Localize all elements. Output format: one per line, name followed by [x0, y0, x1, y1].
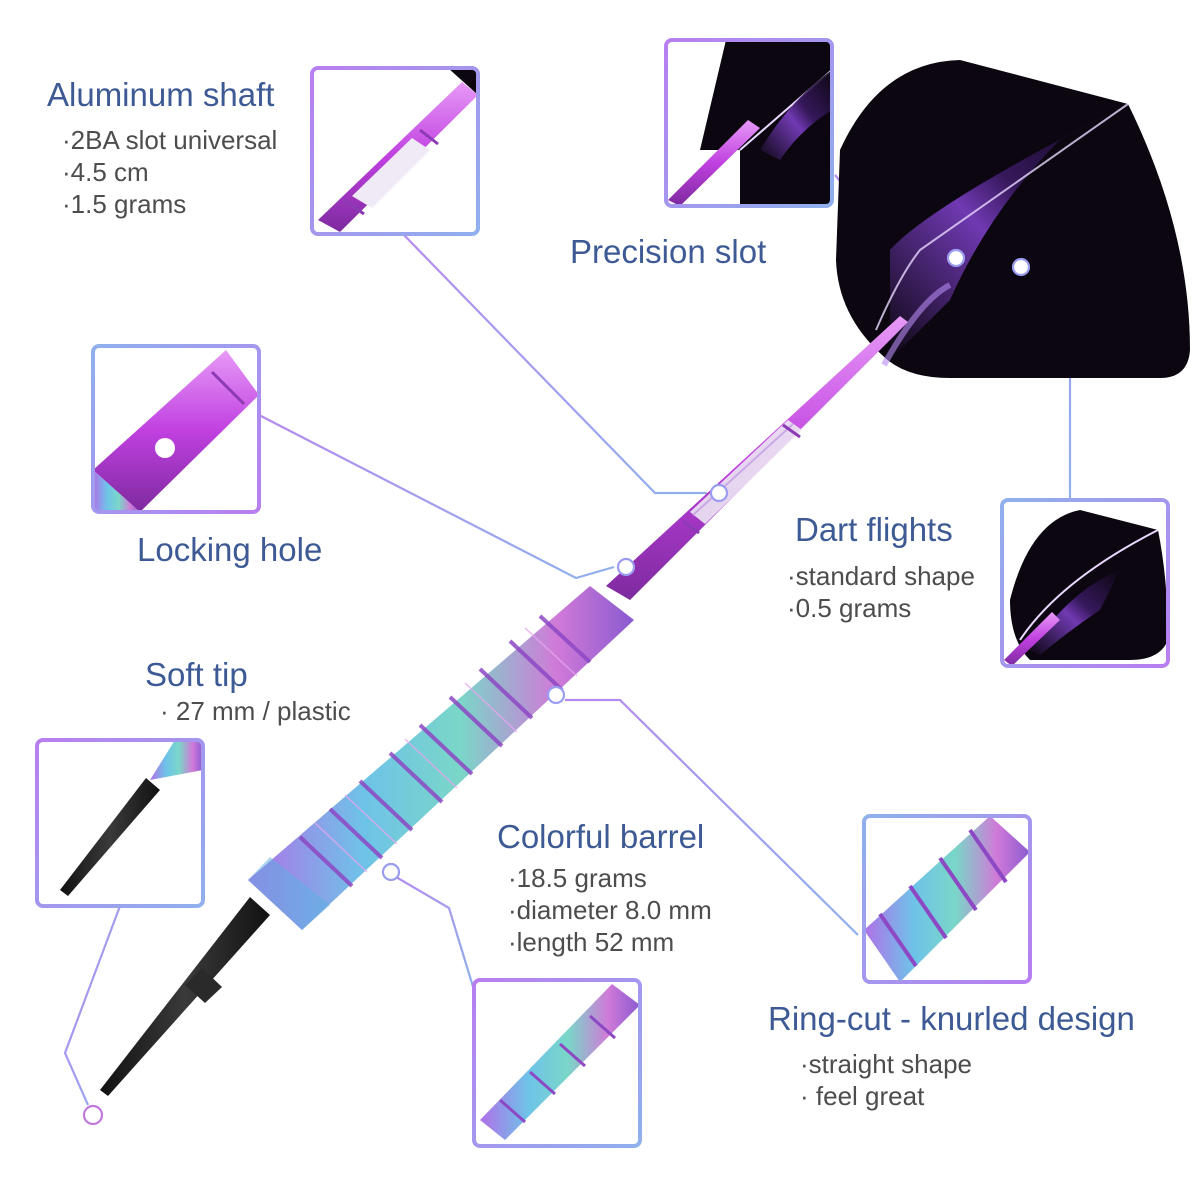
inset-locking-hole [91, 344, 261, 514]
inset-soft-tip [35, 738, 205, 908]
inset-dart-flights [1000, 498, 1170, 668]
dart-soft-tip [100, 897, 270, 1096]
dart-barrel [248, 586, 634, 930]
spec-line: ·diameter 8.0 mm [508, 895, 712, 925]
colorful-barrel-specs: ·18.5 grams ·diameter 8.0 mm ·length 52 … [508, 862, 712, 958]
dart-flights-title: Dart flights [795, 511, 953, 548]
spec-line: ·0.5 grams [787, 593, 912, 623]
spec-line: ·2BA slot universal [62, 125, 278, 155]
spec-line: · feel great [800, 1081, 925, 1111]
spec-line: ·standard shape [787, 561, 975, 591]
soft-tip-specs: · 27 mm / plastic [160, 695, 351, 727]
ring-cut-specs: ·straight shape · feel great [800, 1048, 972, 1112]
spec-line: ·length 52 mm [508, 927, 675, 957]
inset-precision-slot [664, 38, 834, 208]
callout-dots [82, 248, 1031, 1126]
inset-ring-cut [862, 814, 1032, 984]
dart-flights-specs: ·standard shape ·0.5 grams [787, 560, 975, 624]
spec-line: ·1.5 grams [62, 189, 187, 219]
aluminum-shaft-specs: ·2BA slot universal ·4.5 cm ·1.5 grams [62, 124, 277, 220]
spec-line: · 27 mm / plastic [160, 696, 351, 726]
spec-line: ·18.5 grams [508, 863, 647, 893]
colorful-barrel-title: Colorful barrel [497, 818, 705, 855]
precision-slot-title: Precision slot [570, 233, 767, 270]
ring-cut-title: Ring-cut - knurled design [768, 1000, 1135, 1037]
inset-aluminum-shaft [310, 66, 480, 236]
dart-shaft [606, 316, 908, 600]
spec-line: ·4.5 cm [62, 157, 149, 187]
aluminum-shaft-title: Aluminum shaft [47, 76, 275, 113]
spec-line: ·straight shape [800, 1049, 972, 1079]
soft-tip-title: Soft tip [145, 656, 248, 693]
inset-colorful-barrel [472, 978, 642, 1148]
locking-hole-title: Locking hole [137, 531, 323, 568]
dart-flight [836, 60, 1190, 378]
